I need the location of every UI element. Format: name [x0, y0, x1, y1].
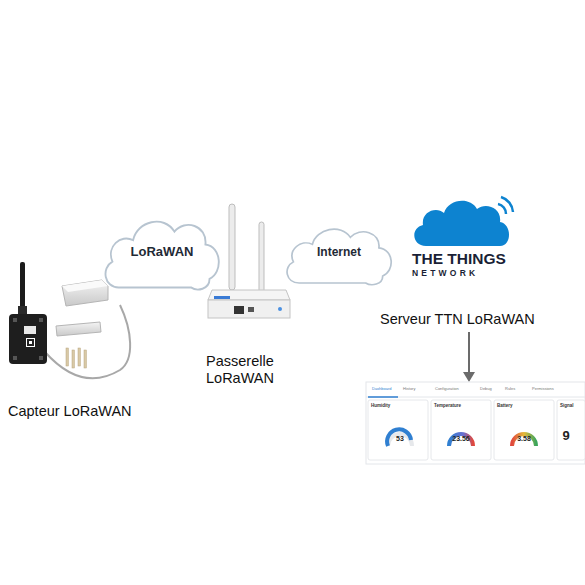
- card-title: Temperature: [434, 403, 484, 408]
- card-title: Signal: [560, 403, 585, 408]
- card-title: Humidity: [371, 403, 411, 408]
- cloud-label: LoRaWAN: [100, 244, 224, 259]
- gauge-value: 3.58: [511, 435, 537, 443]
- signal-value: 9: [558, 428, 574, 444]
- logo-text: THE THINGS: [412, 250, 522, 269]
- tab-label: Debug: [480, 387, 504, 392]
- gauge-value: 53: [390, 435, 410, 443]
- tab-label: Rules: [505, 387, 529, 392]
- cloud-label: Internet: [282, 245, 396, 259]
- server-label: Serveur TTN LoRaWAN: [380, 311, 560, 328]
- pointer-arrow: [463, 332, 475, 382]
- gauge-value: 23.56: [448, 435, 474, 443]
- tab-label: Dashboard: [372, 387, 402, 392]
- dashboard-screenshot: [366, 382, 585, 464]
- cloud-node: Internet: [282, 218, 396, 290]
- device-label: Capteur LoRaWAN: [8, 403, 168, 420]
- logo-text: NETWORK: [412, 268, 522, 278]
- device-label: Passerelle LoRaWAN: [206, 353, 286, 388]
- tab-label: Configuration: [435, 387, 471, 392]
- ttn-cloud-logo: [414, 197, 513, 246]
- cloud-node: LoRaWAN: [100, 208, 224, 296]
- tab-label: History: [403, 387, 433, 392]
- tab-label: Permissions: [532, 387, 572, 392]
- card-title: Battery: [497, 403, 537, 408]
- gateway-illustration: [208, 204, 290, 318]
